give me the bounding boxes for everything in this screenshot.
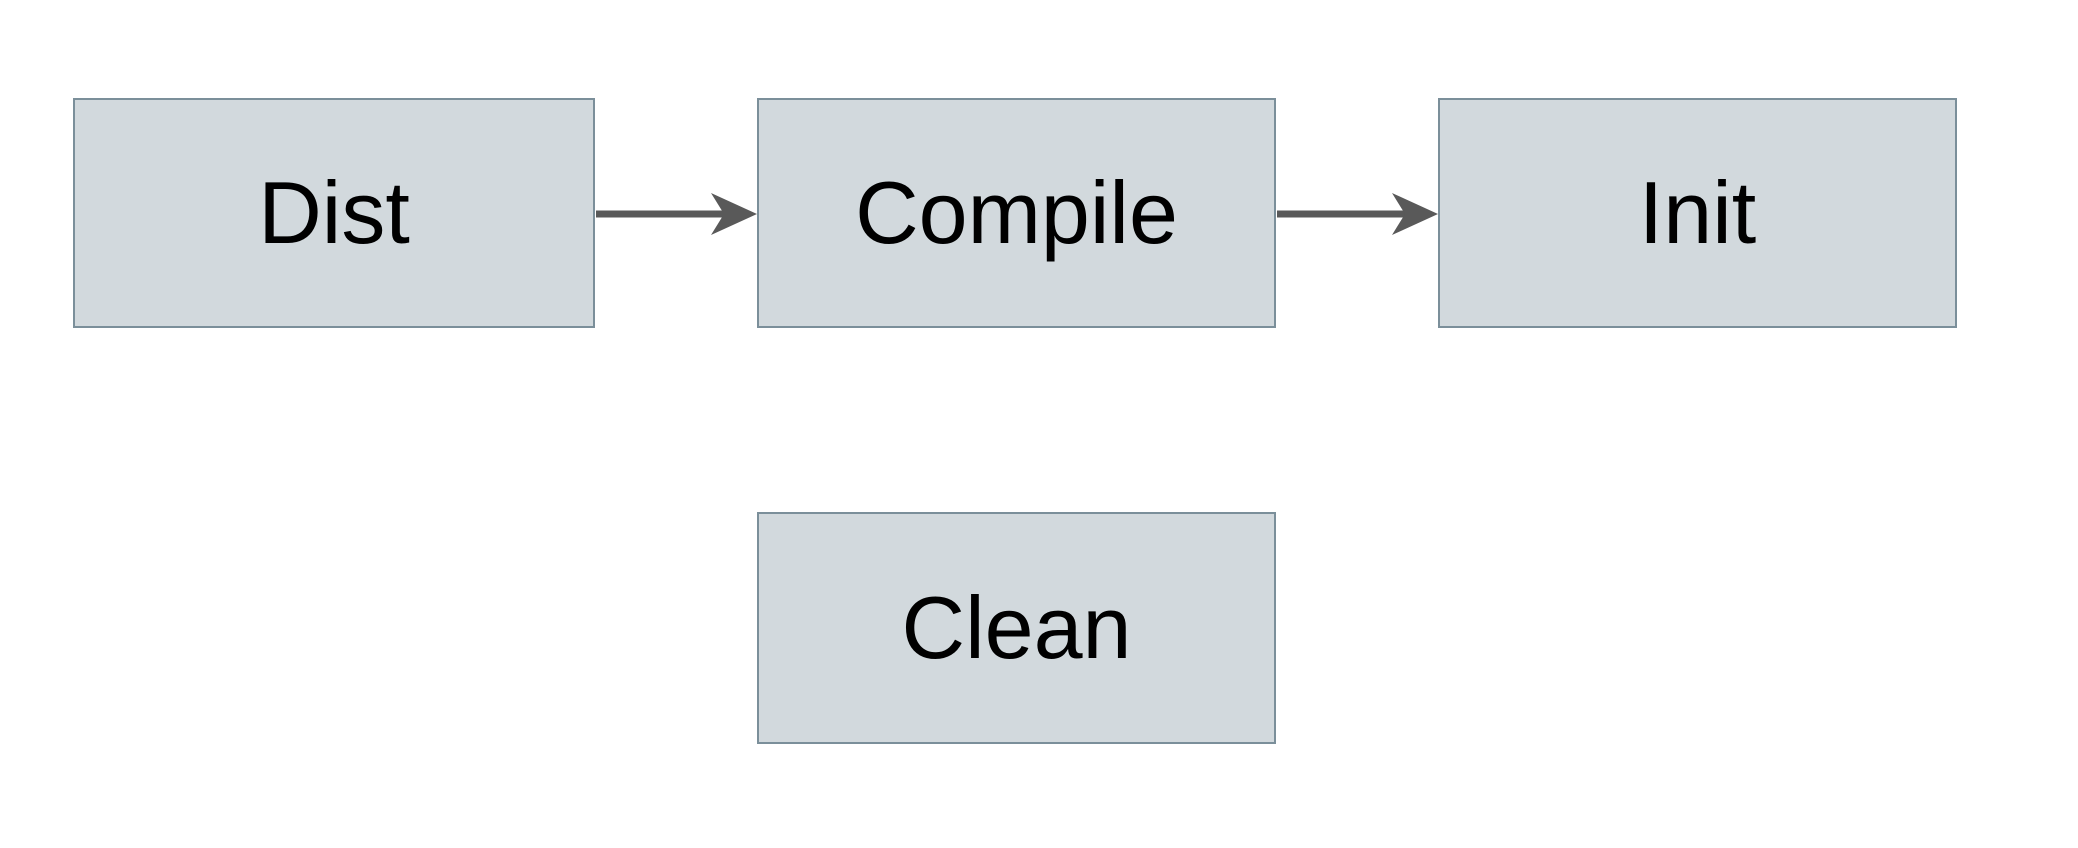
node-init: Init — [1438, 98, 1957, 328]
node-compile-label: Compile — [855, 163, 1178, 262]
node-dist: Dist — [73, 98, 595, 328]
arrow-compile-to-init — [1277, 193, 1438, 235]
node-init-label: Init — [1638, 163, 1757, 262]
node-dist-label: Dist — [258, 163, 410, 262]
arrow-dist-to-compile — [596, 193, 757, 235]
node-clean: Clean — [757, 512, 1276, 744]
node-compile: Compile — [757, 98, 1276, 328]
node-clean-label: Clean — [901, 578, 1132, 677]
